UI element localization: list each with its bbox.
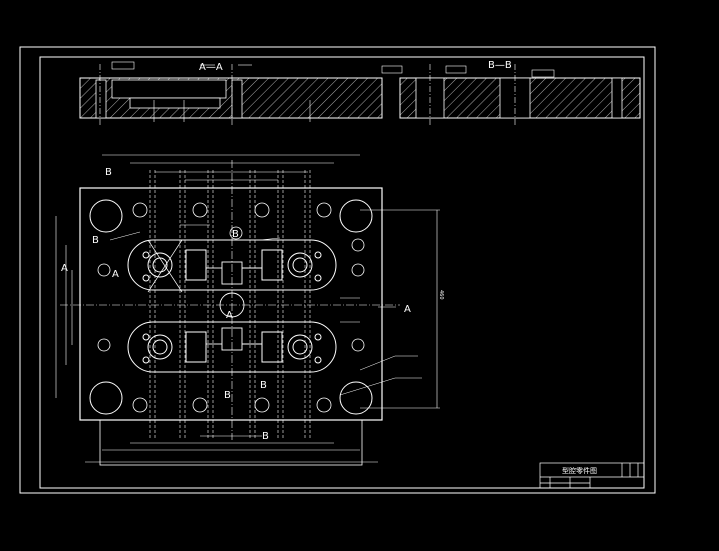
inner-frame xyxy=(39,56,645,489)
cut-mark-b-center: B xyxy=(232,229,239,240)
title-block xyxy=(539,462,645,489)
cut-mark-b-bottom: B xyxy=(262,431,269,442)
section-bb-label: B—B xyxy=(488,60,512,71)
cut-mark-b-left: B xyxy=(92,235,99,246)
section-cut-markers: A A A A B B B B B B xyxy=(61,167,411,442)
cut-mark-a-center: A xyxy=(226,310,233,321)
title-block-name: 型腔零件图 xyxy=(562,466,597,475)
leader-annotations xyxy=(109,224,422,396)
plan-view xyxy=(60,160,400,466)
cut-mark-a-right: A xyxy=(404,304,411,315)
cut-mark-b-right: B xyxy=(260,380,267,391)
cut-mark-b-top: B xyxy=(105,167,112,178)
dimension-lines xyxy=(55,154,440,463)
section-aa-view xyxy=(79,61,383,125)
section-aa-label: A—A xyxy=(199,62,223,73)
total-height-dim: 460 xyxy=(438,290,444,300)
outer-frame xyxy=(19,46,656,494)
cut-mark-b-mid: B xyxy=(224,390,231,401)
section-bb-view xyxy=(381,64,641,125)
cut-mark-a-left: A xyxy=(61,263,68,274)
cut-mark-a-left-2: A xyxy=(112,269,119,280)
